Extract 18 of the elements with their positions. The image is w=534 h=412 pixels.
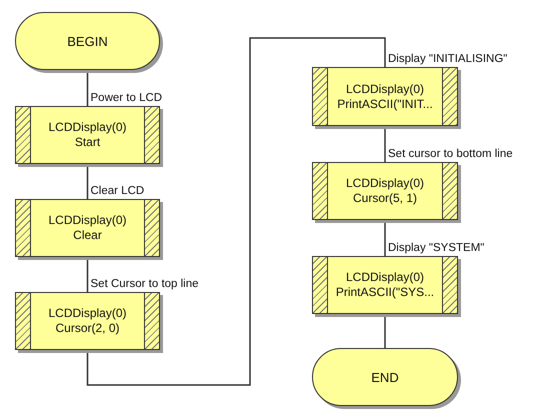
subroutine-box: LCDDisplay(0) PrintASCII("SYS... [312,256,458,314]
subroutine-box: LCDDisplay(0) Cursor(2, 0) [15,292,160,350]
connector-line [86,257,88,292]
edge-label: Display "SYSTEM" [388,242,484,255]
connector-line [86,70,88,106]
subroutine-box: LCDDisplay(0) Clear [15,199,160,257]
subroutine-box: LCDDisplay(0) Cursor(5, 1) [312,162,458,220]
subroutine-box: LCDDisplay(0) PrintASCII("INIT... [312,67,458,126]
terminal-shape: BEGIN [15,12,160,70]
subroutine-box: LCDDisplay(0) Start [15,106,160,164]
connector-line [86,37,386,386]
connector-line [384,220,386,256]
edge-label: Display "INITIALISING" [388,53,508,66]
terminal-shape: END [312,348,458,406]
edge-label: Set Cursor to top line [90,278,199,291]
connector-line [86,164,88,199]
connector-line [384,126,386,162]
connector-line [384,314,386,348]
